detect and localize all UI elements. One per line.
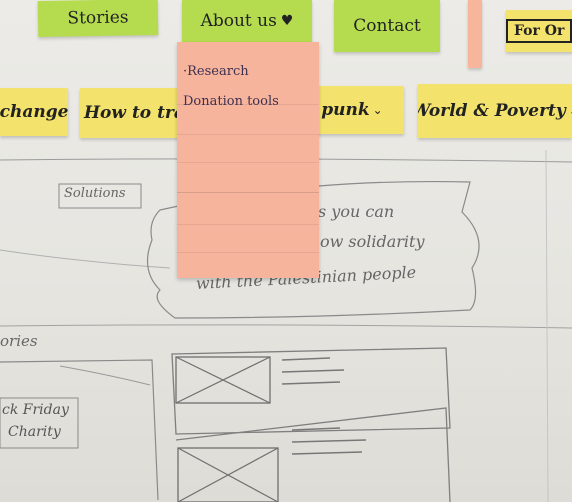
nav-change-label: change — [0, 102, 68, 122]
nav-world-poverty-label: World & Poverty — [418, 101, 566, 121]
card-text-line-2: Charity — [8, 424, 61, 440]
nav-stories-label: Stories — [67, 7, 129, 29]
nav-for-org-note[interactable]: For Or — [506, 10, 572, 52]
solutions-label: Solutions — [64, 186, 126, 201]
dropdown-item-donation-tools[interactable]: Donation tools — [183, 94, 279, 109]
nav-about-label: About us — [200, 11, 277, 31]
speech-line-2: ow solidarity — [320, 232, 425, 251]
about-dropdown-note: ·Research Donation tools — [177, 42, 319, 278]
nav-change-note[interactable]: change — [0, 88, 68, 136]
chevron-down-icon: ⌄ — [569, 104, 572, 118]
chevron-down-icon: ⌄ — [372, 103, 383, 117]
nav-for-org-label: For Or — [506, 19, 572, 43]
card-text-line-1: ck Friday — [2, 402, 69, 418]
nav-how-to-note[interactable]: How to tra — [80, 88, 180, 138]
heart-icon: ♥ — [280, 13, 294, 29]
stories-section-label: ories — [0, 332, 38, 350]
nav-how-to-label: How to tra — [84, 103, 180, 123]
thin-pink-note — [468, 0, 482, 68]
dropdown-item-research[interactable]: ·Research — [183, 64, 249, 79]
nav-punk-label: punk — [321, 100, 370, 120]
nav-contact-note[interactable]: Contact — [334, 0, 440, 52]
speech-line-1: s you can — [318, 202, 395, 221]
nav-contact-label: Contact — [353, 16, 421, 36]
nav-world-poverty-note[interactable]: World & Poverty ⌄ — [418, 84, 572, 138]
nav-stories-note[interactable]: Stories — [37, 0, 159, 38]
nav-about-note[interactable]: About us ♥ — [182, 0, 312, 42]
